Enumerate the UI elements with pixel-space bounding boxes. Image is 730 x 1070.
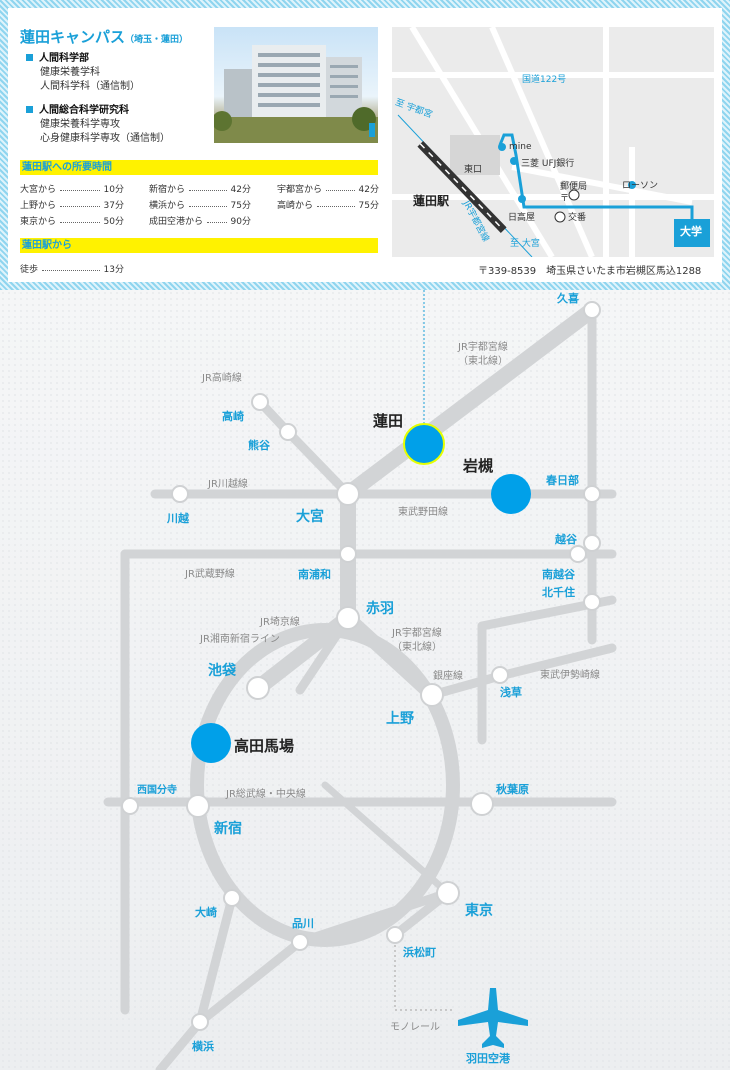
route-122-label: 国道122号 bbox=[522, 75, 567, 85]
travel-from: 東京から bbox=[20, 217, 57, 227]
walk-row: 徒歩 13分 bbox=[20, 262, 124, 275]
post-office-label: 郵便局 bbox=[560, 182, 588, 192]
campus-address: 〒339-8539 埼玉県さいたま市岩槻区馬込1288 bbox=[478, 266, 702, 277]
travel-time: 75分 bbox=[230, 201, 251, 211]
station-label-minamiurawa: 南浦和 bbox=[298, 568, 331, 581]
station-label-takadanobaba: 高田馬場 bbox=[234, 737, 295, 755]
station-label-takasaki: 高崎 bbox=[222, 410, 244, 423]
station-label-iwatsuki: 岩槻 bbox=[463, 457, 494, 475]
station-label-omiya: 大宮 bbox=[296, 509, 324, 525]
hasuda-station-label: 蓮田駅 bbox=[413, 194, 450, 208]
airplane-icon bbox=[458, 988, 528, 1048]
campus-building-photo bbox=[214, 27, 378, 143]
campus-title-text: 蓮田キャンパス bbox=[20, 28, 126, 46]
faculty-1-name: 人間科学部 bbox=[26, 52, 140, 66]
station-label-shinagawa: 品川 bbox=[292, 917, 314, 930]
line-label-saikyo: JR埼京線 bbox=[260, 617, 300, 628]
travel-row: 上野から 37分 bbox=[20, 198, 124, 211]
travel-row: 東京から 50分 bbox=[20, 214, 124, 227]
faculty-2-dept-2: 心身健康科学専攻（通信制） bbox=[40, 133, 170, 144]
station-label-osaki: 大崎 bbox=[195, 906, 217, 919]
travel-time: 42分 bbox=[230, 185, 251, 195]
to-omiya-label: 至 大宮 bbox=[510, 239, 540, 249]
station-label-tokyo: 東京 bbox=[465, 903, 493, 919]
station-label-hamamatsucho: 浜松町 bbox=[403, 946, 436, 959]
travel-time: 10分 bbox=[103, 185, 124, 195]
line-label-musashino: JR武蔵野線 bbox=[185, 569, 235, 580]
info-frame: 蓮田キャンパス（埼玉・蓮田） 人間科学部 健康栄養学科 人間科学科（通信制） 人… bbox=[0, 0, 730, 290]
travel-time: 42分 bbox=[358, 185, 379, 195]
line-label-shonan: JR湘南新宿ライン bbox=[200, 634, 280, 645]
line-label-kawagoe: JR川越線 bbox=[208, 479, 248, 490]
line-label-sobu: JR総武線・中央線 bbox=[226, 789, 306, 800]
travel-from: 宇都宮から bbox=[277, 185, 323, 195]
line-label-takasaki: JR高崎線 bbox=[202, 373, 242, 384]
travel-from: 大宮から bbox=[20, 185, 57, 195]
station-label-minamikoshigaya: 南越谷 bbox=[542, 568, 575, 581]
line-label-utsunomiya-top: JR宇都宮線 bbox=[458, 342, 508, 353]
station-label-yokohama: 横浜 bbox=[192, 1040, 214, 1053]
station-label-kawagoe: 川越 bbox=[167, 512, 189, 525]
travel-time: 90分 bbox=[230, 217, 251, 227]
travel-row: 大宮から 10分 bbox=[20, 182, 124, 195]
travel-row: 宇都宮から 42分 bbox=[277, 182, 379, 195]
travel-from: 高崎から bbox=[277, 201, 314, 211]
line-label-monorail: モノレール bbox=[390, 1022, 440, 1033]
walk-heading: 蓮田駅から bbox=[20, 238, 378, 253]
faculty-2-name: 人間総合科学研究科 bbox=[26, 104, 170, 118]
station-label-kasukabe: 春日部 bbox=[546, 474, 579, 487]
station-label-haneda: 羽田空港 bbox=[466, 1052, 510, 1065]
faculty-1-dept-1: 健康栄養学科 bbox=[40, 67, 100, 78]
line-label-utsunomiya-mid: JR宇都宮線 bbox=[392, 628, 442, 639]
campus-title: 蓮田キャンパス（埼玉・蓮田） bbox=[20, 26, 188, 47]
travel-from: 横浜から bbox=[149, 201, 186, 211]
travel-row: 横浜から 75分 bbox=[149, 198, 251, 211]
travel-time: 37分 bbox=[103, 201, 124, 211]
travel-row: 高崎から 75分 bbox=[277, 198, 379, 211]
walk-time: 13分 bbox=[103, 265, 124, 275]
info-panel: 蓮田キャンパス（埼玉・蓮田） 人間科学部 健康栄養学科 人間科学科（通信制） 人… bbox=[8, 8, 722, 282]
hidakaya-label: 日高屋 bbox=[508, 213, 536, 223]
station-label-koshigaya: 越谷 bbox=[555, 533, 577, 546]
station-label-nishikokubunji: 西国分寺 bbox=[137, 785, 177, 796]
walk-label: 徒歩 bbox=[20, 265, 39, 275]
station-label-kuki: 久喜 bbox=[557, 292, 579, 305]
travel-from: 新宿から bbox=[149, 185, 186, 195]
line-label-tobu-isesaki: 東武伊勢崎線 bbox=[540, 670, 600, 681]
travel-from: 上野から bbox=[20, 201, 57, 211]
station-label-hasuda: 蓮田 bbox=[373, 412, 404, 430]
travel-row: 成田空港から 90分 bbox=[149, 214, 251, 227]
post-office-icon: 〒 bbox=[560, 194, 570, 204]
station-label-akabane: 赤羽 bbox=[366, 601, 394, 617]
station-label-akihabara: 秋葉原 bbox=[496, 783, 529, 796]
station-label-asakusa: 浅草 bbox=[500, 686, 522, 699]
station-label-kitasenju: 北千住 bbox=[542, 586, 575, 599]
faculty-2: 人間総合科学研究科 健康栄養科学専攻 心身健康科学専攻（通信制） bbox=[26, 104, 170, 146]
travel-time: 50分 bbox=[103, 217, 124, 227]
faculty-1-dept-2: 人間科学科（通信制） bbox=[40, 81, 140, 92]
line-label-tobu-noda: 東武野田線 bbox=[398, 507, 448, 518]
mine-label: mine bbox=[509, 142, 532, 152]
campus-title-sub: （埼玉・蓮田） bbox=[125, 35, 189, 45]
faculty-1: 人間科学部 健康栄養学科 人間科学科（通信制） bbox=[26, 52, 140, 94]
line-label-ginza: 銀座線 bbox=[433, 671, 463, 682]
faculty-2-dept-1: 健康栄養科学専攻 bbox=[40, 119, 120, 130]
east-exit-label: 東口 bbox=[464, 165, 483, 175]
travel-time: 75分 bbox=[358, 201, 379, 211]
lawson-label: ローソン bbox=[622, 181, 659, 191]
local-access-map bbox=[392, 27, 714, 257]
station-label-ueno: 上野 bbox=[386, 711, 414, 727]
koban-label: 交番 bbox=[568, 213, 587, 223]
mufg-label: 三菱 UFJ銀行 bbox=[521, 159, 575, 169]
station-label-kumagaya: 熊谷 bbox=[248, 439, 270, 452]
travel-row: 新宿から 42分 bbox=[149, 182, 251, 195]
line-label-utsunomiya-mid-sub: （東北線） bbox=[392, 642, 442, 653]
travel-time-heading: 蓮田駅への所要時間 bbox=[20, 160, 378, 175]
university-label: 大学 bbox=[680, 225, 702, 238]
station-label-shinjuku: 新宿 bbox=[214, 821, 242, 837]
line-label-utsunomiya-top-sub: （東北線） bbox=[458, 356, 508, 367]
station-label-ikebukuro: 池袋 bbox=[208, 663, 236, 679]
travel-from: 成田空港から bbox=[149, 217, 204, 227]
